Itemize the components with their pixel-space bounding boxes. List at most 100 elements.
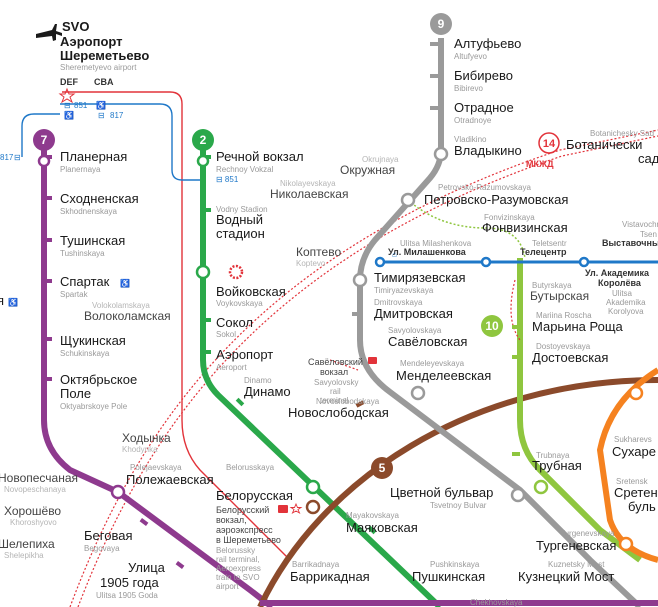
- station-petrovsko-razumovskaya[interactable]: Петровско-Разумовская: [424, 192, 568, 207]
- star-icon-bel: [289, 502, 303, 515]
- mcd-dotted-1: [407, 199, 526, 259]
- station-rechnoy-vokzal[interactable]: Речной вокзал: [216, 149, 304, 164]
- airport-block: SVO Аэропорт Шереметьево Sheremetyevo ai…: [0, 19, 149, 162]
- station-turgenevskaya[interactable]: Тургеневская: [536, 538, 616, 553]
- station-novopeschanaya[interactable]: Новопесчаная: [0, 471, 78, 485]
- station-skhodnenskaya[interactable]: Сходненская: [60, 191, 139, 206]
- badge-line-10: 10: [481, 315, 503, 337]
- station-butyrskaya[interactable]: Бутырская: [530, 289, 589, 303]
- station-left-partial[interactable]: я: [0, 293, 4, 308]
- station-sokol[interactable]: Сокол: [216, 315, 253, 330]
- station-korolyova-2: Королёва: [598, 278, 642, 288]
- station-polezhaevskaya[interactable]: Полежаевская: [126, 472, 214, 487]
- badge-line-14: 14: [538, 132, 560, 154]
- station-novoslobodskaya-en: Novoslobodskaya: [316, 397, 380, 406]
- station-dinamo[interactable]: Динамо: [244, 384, 291, 399]
- station-nikolaevskaya[interactable]: Николаевская: [270, 187, 348, 201]
- station-okruzhnaya[interactable]: Окружная: [340, 163, 395, 177]
- station-otradnoe[interactable]: Отрадное: [454, 100, 514, 115]
- svg-text:9: 9: [438, 17, 445, 31]
- badge-line-9: 9: [430, 13, 452, 35]
- station-oktyabrskoe-pole-en: Oktyabrskoye Pole: [60, 402, 128, 411]
- svg-text:Шереметьево: Шереметьево: [60, 48, 149, 63]
- bus-icon-2: ♿: [64, 110, 74, 120]
- station-timiryazevskaya[interactable]: Тимирязевская: [374, 270, 466, 285]
- station-telecentre[interactable]: Телецентр: [520, 247, 567, 257]
- svg-text:851: 851: [74, 101, 88, 110]
- bus-icon-left: ⊟: [14, 153, 21, 162]
- svg-text:14: 14: [543, 138, 556, 150]
- mcd-dotted-2: [510, 279, 521, 341]
- station-rechnoy-vokzal-en: Rechnoy Vokzal: [216, 165, 274, 174]
- station-spartak[interactable]: Спартак: [60, 274, 110, 289]
- station-vladykino[interactable]: Владыкино: [454, 143, 522, 158]
- station-aeroport[interactable]: Аэропорт: [216, 347, 273, 362]
- line-5-ticks: [355, 400, 365, 408]
- station-dmitrovskaya[interactable]: Дмитровская: [374, 306, 453, 321]
- station-belorusskaya[interactable]: Белорусская: [216, 488, 293, 503]
- svg-text:Savyolovsky: Savyolovsky: [314, 378, 358, 387]
- station-volokolamskaya[interactable]: Волоколамская: [84, 309, 171, 323]
- station-vystavochny-en2: Tsen: [640, 230, 657, 239]
- transfer-nodes: [37, 146, 644, 552]
- station-vodny-stadion[interactable]: Водный: [216, 212, 263, 227]
- station-oktyabrskoe-pole[interactable]: Октябрьское: [60, 372, 137, 387]
- svg-text:CBA: CBA: [94, 77, 114, 87]
- station-okruzhnaya-en: Okrujnaya: [362, 155, 399, 164]
- station-chekhovskaya-en: Chekhovskaya: [470, 598, 523, 607]
- station-pushkinskaya[interactable]: Пушкинская: [412, 569, 485, 584]
- station-shelepikha[interactable]: Шелепиха: [0, 537, 55, 551]
- station-planernaya[interactable]: Планерная: [60, 149, 127, 164]
- station-mayakovskaya-en: Mayakovskaya: [346, 511, 399, 520]
- station-tsvetnoy-bulvar[interactable]: Цветной бульвар: [390, 485, 493, 500]
- station-polezhaevskaya-en: Polejaevskaya: [130, 463, 182, 472]
- station-timiryazevskaya-en: Timiryazevskaya: [374, 286, 434, 295]
- svg-text:Савёловский: Савёловский: [308, 357, 363, 367]
- station-milashenkova[interactable]: Ул. Милашенкова: [388, 247, 467, 257]
- bus-icon-rechnoy: ⊟ 851: [216, 175, 239, 184]
- station-nikolaevskaya-en: Nikolayevskaya: [280, 179, 336, 188]
- monorail-icon: ⌂: [392, 250, 397, 259]
- svg-text:terminal: terminal: [320, 396, 349, 405]
- station-vodny-en: Vodny Stadion: [216, 205, 268, 214]
- station-barrikadnaya[interactable]: Баррикадная: [290, 569, 370, 584]
- station-shchukinskaya[interactable]: Щукинская: [60, 333, 126, 348]
- station-koptevo[interactable]: Коптево: [296, 245, 341, 259]
- svg-text:аэроэкспресс: аэроэкспресс: [216, 525, 273, 535]
- station-korolyova[interactable]: Ул. Академика: [585, 268, 650, 278]
- station-dostoevskaya[interactable]: Достоевская: [532, 350, 608, 365]
- station-tushinskaya[interactable]: Тушинская: [60, 233, 125, 248]
- svg-text:rail terminal,: rail terminal,: [216, 555, 260, 564]
- station-trubnaya[interactable]: Трубная: [532, 458, 582, 473]
- station-mayakovskaya[interactable]: Маяковская: [346, 520, 418, 535]
- svg-text:rail: rail: [330, 387, 341, 396]
- train-icon: [278, 505, 288, 513]
- station-vystavochny[interactable]: Выставочны: [602, 238, 658, 248]
- station-kuznetsky-most[interactable]: Кузнецкий Мост: [518, 569, 614, 584]
- station-novoslobodskaya[interactable]: Новослободская: [288, 405, 389, 420]
- station-altufyevo[interactable]: Алтуфьево: [454, 36, 521, 51]
- savelovsky-rail-block: Савёловский вокзал Savyolovsky rail term…: [308, 357, 377, 405]
- svg-text:Belorussky: Belorussky: [216, 546, 255, 555]
- station-khodynka-en: Khodynka: [122, 445, 158, 454]
- station-sretensky-bulvar[interactable]: Сретен: [614, 485, 658, 500]
- station-khoroshyovo[interactable]: Хорошёво: [4, 504, 61, 518]
- station-begovaya[interactable]: Беговая: [84, 528, 132, 543]
- station-dostoevskaya-en: Dostoyevskaya: [536, 342, 591, 351]
- station-ulitsa-1905[interactable]: Улица: [128, 560, 166, 575]
- accessible-icon: ♿: [96, 100, 106, 110]
- station-marina-roscha[interactable]: Марьина Роща: [532, 319, 624, 334]
- station-savelovskaya[interactable]: Савёловская: [388, 334, 467, 349]
- station-sukharevskaya[interactable]: Сухаре: [612, 444, 656, 459]
- station-botanichesky-sad[interactable]: Ботанически: [566, 137, 642, 152]
- svg-text:в Шереметьево: в Шереметьево: [216, 535, 281, 545]
- station-mendeleevskaya[interactable]: Менделеевская: [396, 368, 491, 383]
- station-botanichesky-en: Botanichesky Sad: [590, 129, 654, 138]
- station-bibirevo[interactable]: Бибирево: [454, 68, 513, 83]
- station-khodynka[interactable]: Ходынка: [122, 431, 171, 445]
- belorussky-rail-block: Белорусский вокзал, аэроэкспресс в Шерем…: [216, 502, 303, 591]
- station-fonvizinskaya[interactable]: Фонвизинская: [482, 220, 568, 235]
- star-icon: [58, 87, 76, 104]
- station-voykovskaya[interactable]: Войковская: [216, 284, 286, 299]
- line-2: [200, 145, 443, 607]
